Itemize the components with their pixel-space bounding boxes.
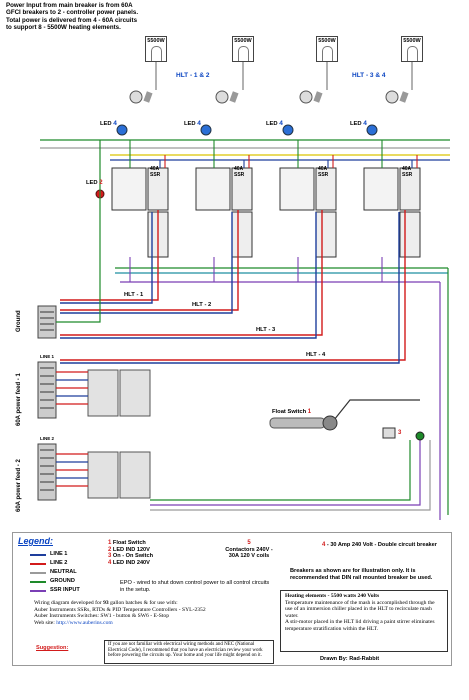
switch-components xyxy=(382,427,425,441)
intro-line: Total power is delivered from 4 - 60A ci… xyxy=(6,16,138,24)
epo-note: EPO - wired to shut down control power t… xyxy=(120,580,270,593)
ground-bar xyxy=(37,140,101,339)
ground-label: Ground xyxy=(16,310,22,332)
legend-item: 4 LED IND 240V xyxy=(108,559,150,566)
breaker-note: Breakers as shown are for illustration o… xyxy=(290,568,433,581)
heater-element: 5500W xyxy=(232,36,254,62)
hlt-line-label: HLT - 3 xyxy=(256,327,276,333)
float-switch-label: Float Switch 1 xyxy=(272,409,312,415)
led-label: LED 4 xyxy=(184,120,201,127)
wire-legend-row: LINE 2 xyxy=(30,559,100,568)
heater-element: 5500W xyxy=(145,36,167,62)
switch-number: 3 xyxy=(398,430,402,436)
hlt-group-label: HLT - 3 & 4 xyxy=(352,72,386,79)
terminal-label: LINE 2 xyxy=(40,436,55,441)
suggestion-box: If you are not familiar with electrical … xyxy=(104,640,274,664)
wire-legend-row: LINE 1 xyxy=(30,550,100,559)
hlt-line-label: HLT - 2 xyxy=(192,302,212,308)
intro-line: Power Input from main breaker is from 60… xyxy=(6,2,133,9)
wire-name: LINE 2 xyxy=(50,560,68,567)
heater-leads xyxy=(155,62,413,90)
float-switch xyxy=(269,415,338,431)
feed-2-block xyxy=(37,443,151,501)
dev-note: Wiring diagram developed for 93 gallon b… xyxy=(34,600,206,626)
legend-title: Legend: xyxy=(18,536,53,546)
feed-1-label: 60A power feed - 1 xyxy=(16,373,22,426)
breaker-legend: 4 - 30 Amp 240 Volt - Double circuit bre… xyxy=(322,542,437,548)
heater-element: 5500W xyxy=(401,36,423,62)
led-label: LED 4 xyxy=(100,120,117,127)
hlt-line-label: HLT - 4 xyxy=(306,352,326,358)
website-link[interactable]: http://www.auberins.com xyxy=(56,619,113,626)
legend-item: 3 On - On Switch xyxy=(108,553,153,559)
heater-element: 5500W xyxy=(316,36,338,62)
led-label: LED 4 xyxy=(266,120,283,127)
hlt-line-label: HLT - 1 xyxy=(124,292,144,298)
wire-swatch xyxy=(30,589,46,592)
wire-legend-row: GROUND xyxy=(30,577,100,586)
wire-name: LINE 1 xyxy=(50,551,68,558)
legend-item: 1 Float Switch xyxy=(108,540,146,546)
led-label: LED 2 xyxy=(86,180,103,186)
wire-legend-row: NEUTRAL xyxy=(30,568,100,577)
suggestion-label: Suggestion: xyxy=(36,645,69,651)
item-legend: 1 Float Switch 2 LED IND 120V 3 On - On … xyxy=(108,540,218,566)
ssr-label: 40A SSR xyxy=(318,166,329,178)
terminal-label: LINE 1 xyxy=(40,354,55,359)
intro-line: to support 8 - 5500W heating elements. xyxy=(6,24,121,32)
wire-name: SSR INPUT xyxy=(50,587,80,594)
control-modules xyxy=(111,167,421,258)
ssr-label: 40A SSR xyxy=(402,166,413,178)
wire-name: NEUTRAL xyxy=(50,569,77,576)
wire-swatch xyxy=(30,553,46,556)
feed-1-block xyxy=(37,361,151,419)
receptacles xyxy=(129,90,409,104)
wire-swatch xyxy=(30,571,46,574)
wire-swatch xyxy=(30,580,46,583)
wiring-diagram xyxy=(37,62,450,520)
ssr-label: 40A SSR xyxy=(150,166,161,178)
wire-legend: LINE 1 LINE 2 NEUTRAL GROUND SSR INPUT xyxy=(30,550,100,595)
wire-legend-row: SSR INPUT xyxy=(30,586,100,595)
drawn-by: Drawn By: Rad-Rabbit xyxy=(320,656,380,662)
ssr-label: 40A SSR xyxy=(234,166,245,178)
intro-text: Power Input from main breaker is from 60… xyxy=(6,2,216,32)
hlt-group-label: HLT - 1 & 2 xyxy=(176,72,210,79)
wire-name: GROUND xyxy=(50,578,75,585)
intro-line: GFCI breakers to 2 - controller power pa… xyxy=(6,9,139,17)
feed-2-label: 60A power feed - 2 xyxy=(16,459,22,512)
legend-item: 2 LED IND 120V xyxy=(108,546,150,553)
led-label: LED 4 xyxy=(350,120,367,127)
heating-box: Heating elements - 5500 watts 240 Volts … xyxy=(280,590,448,652)
wire-swatch xyxy=(30,562,46,565)
